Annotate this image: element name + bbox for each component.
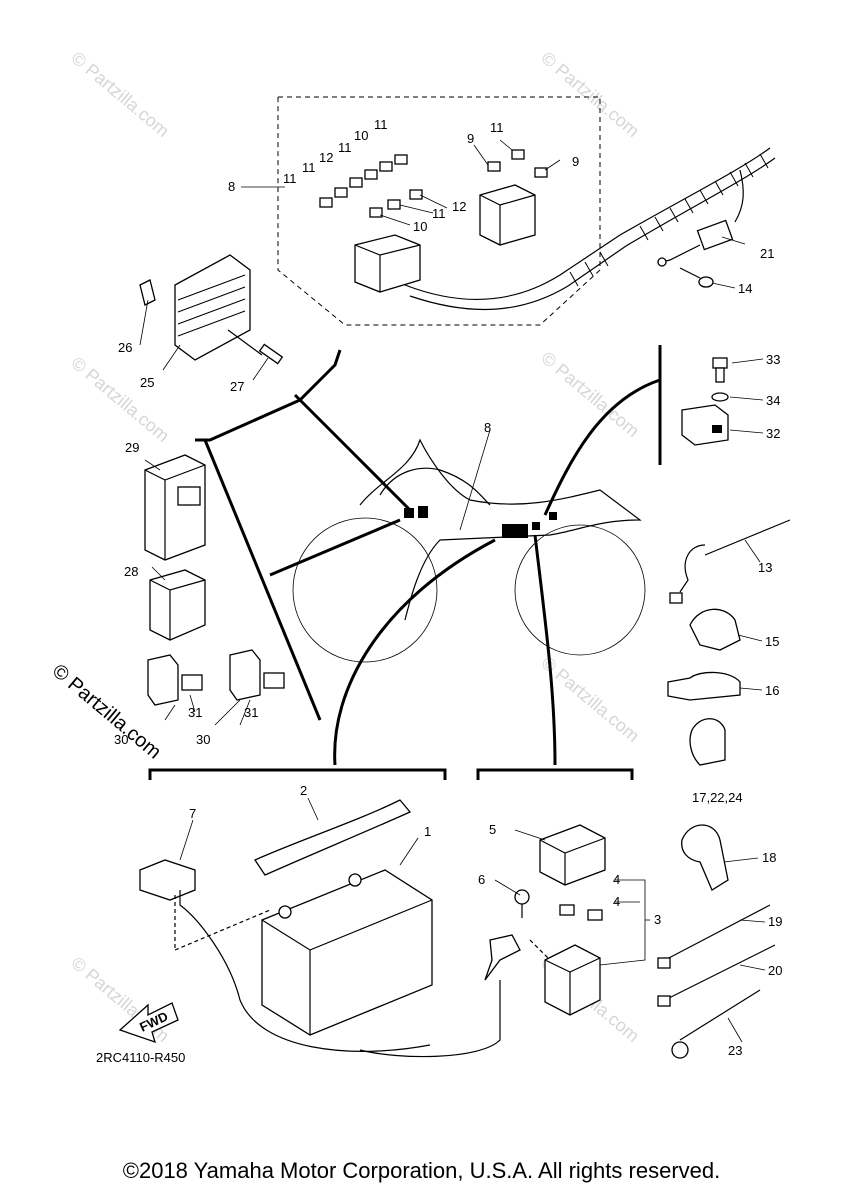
callout-1: 1 bbox=[424, 824, 431, 839]
battery-group: FWD bbox=[118, 799, 433, 1052]
callout-11: 11 bbox=[374, 117, 388, 132]
diagram-code: 2RC4110-R450 bbox=[96, 1050, 185, 1065]
callout-9: 9 bbox=[467, 131, 474, 146]
callout-6: 6 bbox=[478, 872, 485, 887]
callout-11: 11 bbox=[283, 171, 297, 186]
watermark: © Partzilla.com bbox=[67, 353, 173, 446]
callout-18: 18 bbox=[762, 850, 776, 865]
wire-harness-group bbox=[277, 96, 776, 326]
callout-5: 5 bbox=[489, 822, 496, 837]
callout-11: 11 bbox=[432, 206, 446, 221]
rectifier-regulator bbox=[139, 254, 284, 365]
callout-13: 13 bbox=[758, 560, 772, 575]
callout-17-22-24: 17,22,24 bbox=[692, 790, 743, 805]
callout-15: 15 bbox=[765, 634, 779, 649]
callout-12: 12 bbox=[319, 150, 333, 165]
callout-10: 10 bbox=[354, 128, 368, 143]
callout-11: 11 bbox=[302, 160, 316, 175]
callout-21: 21 bbox=[760, 246, 774, 261]
callout-31: 31 bbox=[188, 705, 202, 720]
left-column-parts bbox=[144, 454, 285, 706]
watermark: © Partzilla.com bbox=[537, 348, 643, 441]
connection-lines bbox=[269, 378, 661, 766]
callout-8: 8 bbox=[228, 179, 235, 194]
callout-26: 26 bbox=[118, 340, 132, 355]
watermark: © Partzilla.com bbox=[537, 48, 643, 141]
callout-9: 9 bbox=[572, 154, 579, 169]
motorcycle-outline bbox=[292, 438, 646, 663]
callout-11: 11 bbox=[338, 140, 352, 155]
callout-31: 31 bbox=[244, 705, 258, 720]
callout-32: 32 bbox=[766, 426, 780, 441]
callout-7: 7 bbox=[189, 806, 196, 821]
right-column-parts bbox=[657, 357, 791, 1059]
callout-3: 3 bbox=[654, 912, 661, 927]
watermark: © Partzilla.com bbox=[67, 48, 173, 141]
starter-relay-group bbox=[359, 824, 606, 1058]
watermark: © Partzilla.com bbox=[67, 953, 173, 1046]
callout-11: 11 bbox=[490, 120, 504, 135]
group-brackets bbox=[148, 345, 662, 780]
callout-25: 25 bbox=[140, 375, 154, 390]
callout-14: 14 bbox=[738, 281, 752, 296]
callout-28: 28 bbox=[124, 564, 138, 579]
callout-29: 29 bbox=[125, 440, 139, 455]
callouts: 1 2 3 4 4 5 6 7 8 8 9 9 10 10 11 11 11 1… bbox=[96, 117, 782, 1065]
callout-10: 10 bbox=[413, 219, 427, 234]
callout-2: 2 bbox=[300, 783, 307, 798]
callout-33: 33 bbox=[766, 352, 780, 367]
callout-27: 27 bbox=[230, 379, 244, 394]
callout-23: 23 bbox=[728, 1043, 742, 1058]
callout-19: 19 bbox=[768, 914, 782, 929]
callout-12: 12 bbox=[452, 199, 466, 214]
callout-30: 30 bbox=[196, 732, 210, 747]
callout-30: 30 bbox=[114, 732, 128, 747]
callout-20: 20 bbox=[768, 963, 782, 978]
callout-4: 4 bbox=[613, 894, 620, 909]
leader-lines bbox=[139, 139, 766, 1043]
callout-34: 34 bbox=[766, 393, 780, 408]
callout-16: 16 bbox=[765, 683, 779, 698]
callout-8: 8 bbox=[484, 420, 491, 435]
copyright-notice: ©2018 Yamaha Motor Corporation, U.S.A. A… bbox=[122, 1158, 721, 1183]
callout-4: 4 bbox=[613, 872, 620, 887]
